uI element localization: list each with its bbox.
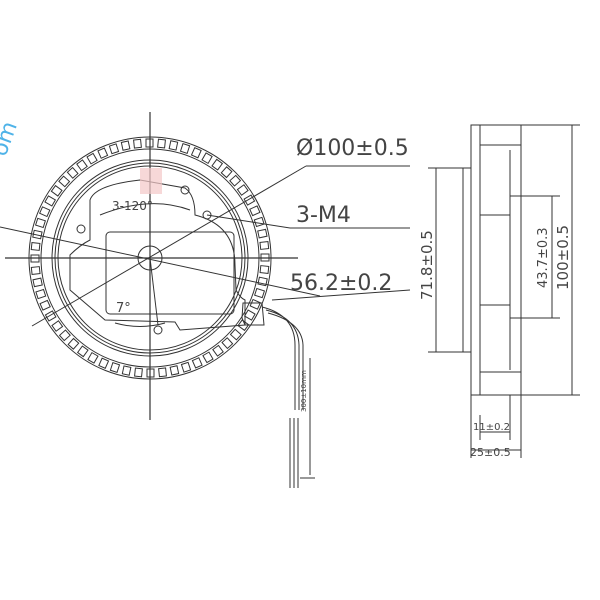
blade — [44, 310, 57, 322]
blade — [30, 266, 41, 275]
mount-hole — [76, 224, 86, 234]
blade — [32, 277, 43, 288]
blade — [86, 152, 98, 165]
blade — [229, 174, 242, 187]
blade — [34, 217, 46, 229]
blade — [76, 159, 88, 172]
blade — [30, 242, 41, 251]
blade — [257, 276, 268, 287]
blade — [243, 309, 256, 321]
blade — [120, 140, 131, 151]
blade — [249, 298, 261, 310]
blade — [66, 166, 79, 179]
blade — [191, 357, 203, 369]
outer-height-label: 100±0.5 — [554, 225, 572, 290]
holes-label: 3-M4 — [296, 203, 351, 228]
blade — [249, 205, 261, 217]
hub-depth-label: 11±0.2 — [473, 422, 510, 433]
mount-hole — [153, 325, 163, 335]
motor-plate — [69, 179, 246, 331]
impeller-blades — [30, 138, 270, 378]
blade — [121, 365, 132, 376]
blade — [179, 142, 191, 154]
blade — [58, 329, 71, 342]
thickness-label: 25±0.5 — [470, 446, 511, 459]
blade — [259, 265, 270, 274]
blade — [236, 184, 249, 196]
blade — [76, 345, 89, 358]
blade — [39, 206, 51, 218]
blade — [220, 166, 233, 179]
side-view — [428, 124, 580, 458]
diameter-label: Ø100±0.5 — [296, 136, 409, 161]
blade — [211, 158, 224, 171]
blade — [212, 344, 224, 357]
inner-height-label: 71.8±0.5 — [418, 230, 436, 300]
blade — [133, 138, 142, 149]
blade — [87, 351, 99, 364]
blade — [229, 328, 242, 341]
blade — [254, 287, 266, 299]
blade — [97, 147, 109, 159]
blade — [259, 241, 270, 250]
pcb — [105, 231, 235, 315]
mount-hole — [202, 210, 212, 220]
mount-hole — [180, 185, 190, 195]
blade — [243, 194, 256, 206]
wires — [261, 306, 304, 410]
connector — [241, 302, 265, 326]
blade — [168, 140, 179, 151]
blade — [67, 337, 80, 350]
blade — [44, 195, 57, 207]
blade — [58, 175, 71, 188]
front-view — [28, 136, 304, 488]
blade — [169, 365, 180, 376]
blade — [50, 184, 63, 197]
blade — [39, 299, 51, 311]
blade — [98, 357, 110, 369]
offset-angle-label: 7° — [116, 301, 131, 316]
blade — [158, 367, 167, 378]
blade — [35, 288, 47, 300]
blade — [134, 367, 143, 378]
blade — [109, 362, 121, 374]
hole-angle-label: 3-120° — [112, 199, 153, 213]
blade — [180, 361, 192, 373]
blade — [157, 138, 166, 149]
center-label: 43.7±0.3 — [536, 227, 551, 288]
watermark: om — [0, 118, 23, 159]
blade — [190, 147, 202, 159]
blade — [51, 320, 64, 332]
wire-length-label: 300±10mm — [300, 370, 308, 412]
blade — [201, 152, 213, 165]
blade — [257, 228, 268, 239]
blade — [221, 337, 234, 350]
blade — [108, 143, 120, 155]
marker-highlight — [140, 168, 162, 194]
blade — [202, 351, 214, 364]
pcd-label: 56.2±0.2 — [290, 271, 392, 296]
blade — [253, 216, 265, 228]
